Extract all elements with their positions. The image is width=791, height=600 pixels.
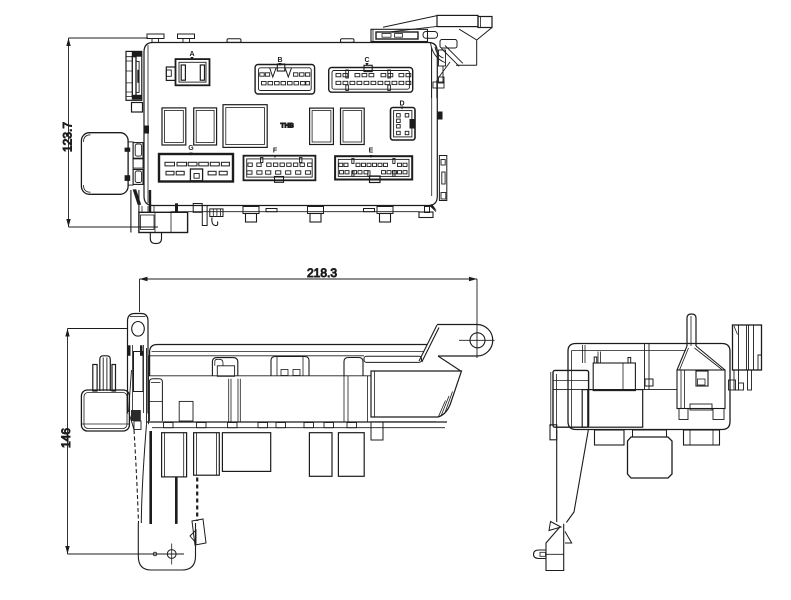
svg-text:B: B — [277, 57, 282, 64]
svg-text:THB: THB — [281, 123, 295, 130]
svg-text:A: A — [189, 51, 194, 58]
svg-text:C: C — [364, 57, 369, 64]
svg-text:G: G — [188, 145, 194, 152]
svg-text:D: D — [399, 101, 404, 108]
svg-text:146: 146 — [59, 428, 73, 448]
svg-text:F: F — [273, 148, 278, 155]
svg-text:123.7: 123.7 — [61, 122, 75, 152]
svg-text:E: E — [369, 148, 374, 155]
svg-text:218.3: 218.3 — [307, 266, 337, 280]
